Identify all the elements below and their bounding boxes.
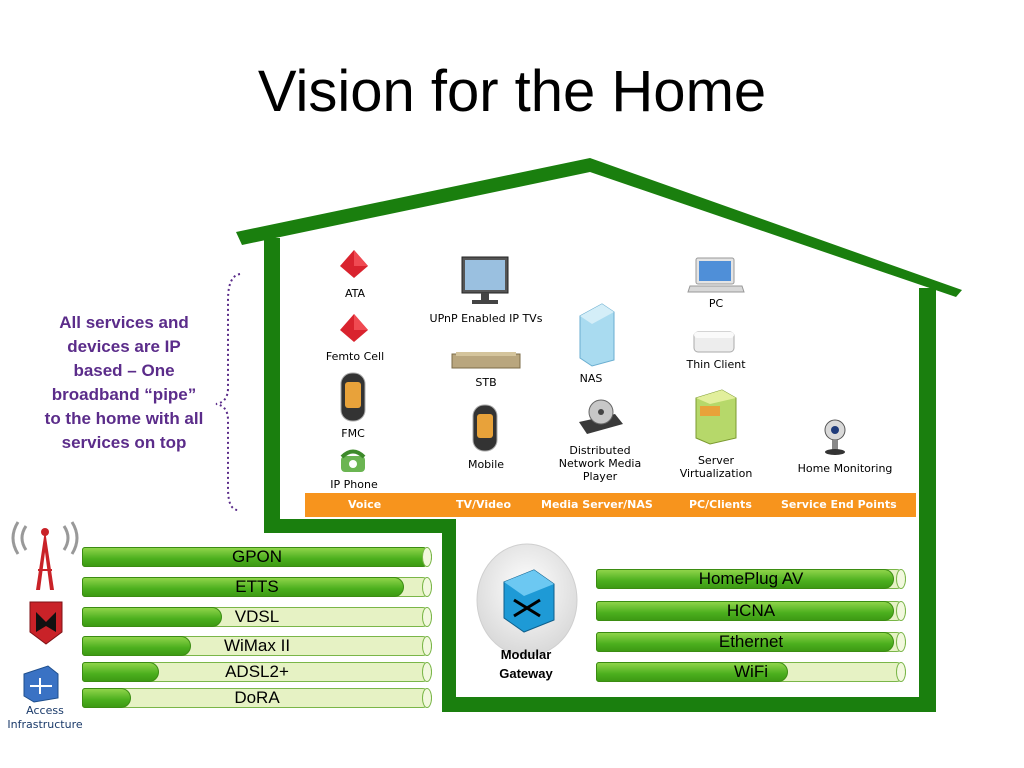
- pipe-label: WiFi: [734, 662, 768, 681]
- device-label-thin: Thin Client: [686, 358, 746, 371]
- service-media-server: Media Server/NAS: [541, 498, 653, 511]
- device-label-femto: Femto Cell: [325, 350, 385, 363]
- access-switch-icon: [23, 665, 59, 703]
- device-label-dnmp: Distributed Network Media Player: [558, 444, 642, 483]
- house-floor: [442, 697, 936, 712]
- service-end-points: Service End Points: [781, 498, 897, 511]
- tv-icon: [461, 256, 509, 304]
- antenna-tower-icon: [11, 521, 79, 590]
- pipe-ethernet: Ethernet: [596, 632, 906, 652]
- pipe-etts: ETTS: [82, 577, 432, 597]
- pipe-wimax: WiMax II: [82, 636, 432, 656]
- house-wall-inner: [442, 519, 456, 712]
- device-label-stb: STB: [475, 376, 497, 389]
- ip-phone-icon: [340, 449, 366, 472]
- pipe-label: ETTS: [235, 577, 279, 596]
- femto-cell-icon: [340, 314, 368, 342]
- device-label-homemon: Home Monitoring: [797, 462, 893, 475]
- device-label-nas: NAS: [579, 372, 603, 385]
- device-label-server: Server Virtualization: [679, 454, 753, 480]
- server-box-icon: [695, 389, 737, 445]
- pipe-adsl2: ADSL2+: [82, 662, 432, 682]
- pipe-label: ADSL2+: [225, 662, 289, 681]
- house-floor-left: [264, 519, 456, 533]
- brace: [215, 273, 241, 511]
- stb-icon: [451, 352, 521, 369]
- house-wall-right: [919, 288, 936, 712]
- service-voice: Voice: [348, 498, 382, 511]
- pipe-label: WiMax II: [223, 636, 291, 655]
- page-title: Vision for the Home: [257, 59, 767, 124]
- service-bar: Voice TV/Video Media Server/NAS PC/Clien…: [305, 493, 916, 517]
- fmc-phone-icon: [340, 372, 366, 422]
- media-player-icon: [579, 399, 623, 434]
- access-infrastructure-label: Access Infrastructure: [7, 704, 83, 731]
- side-note: All services and devices are IP based – …: [44, 313, 204, 452]
- pipe-homeplug: HomePlug AV: [596, 569, 906, 589]
- pipe-dora: DoRA: [82, 688, 432, 708]
- device-label-mobile: Mobile: [467, 458, 505, 471]
- router-shield-icon: [29, 601, 63, 645]
- device-label-pc: PC: [708, 297, 724, 310]
- laptop-icon: [687, 257, 745, 293]
- pipe-label: HCNA: [726, 601, 776, 620]
- pipe-label: VDSL: [234, 607, 280, 626]
- service-tv-video: TV/Video: [456, 498, 512, 511]
- pipe-label: DoRA: [234, 688, 280, 707]
- webcam-icon: [824, 419, 846, 455]
- mobile-icon: [472, 404, 498, 452]
- thin-client-icon: [693, 331, 735, 353]
- device-label-ata: ATA: [344, 287, 366, 300]
- pipe-wifi: WiFi: [596, 662, 906, 682]
- pipe-label: GPON: [231, 547, 283, 566]
- pipe-label: Ethernet: [718, 632, 784, 651]
- ata-icon: [340, 250, 368, 278]
- pipe-hcna: HCNA: [596, 601, 906, 621]
- gateway-label: Modular Gateway: [499, 647, 553, 681]
- service-pc-clients: PC/Clients: [689, 498, 752, 511]
- nas-icon: [579, 303, 615, 367]
- device-label-fmc: FMC: [341, 427, 365, 440]
- modular-gateway-cloud: [476, 543, 578, 657]
- pipe-gpon: GPON: [82, 547, 432, 567]
- house-wall-left: [264, 238, 280, 531]
- pipe-label: HomePlug AV: [698, 569, 804, 588]
- device-label-upnp: UPnP Enabled IP TVs: [429, 312, 543, 325]
- pipe-vdsl: VDSL: [82, 607, 432, 627]
- device-label-ipphone: IP Phone: [330, 478, 378, 491]
